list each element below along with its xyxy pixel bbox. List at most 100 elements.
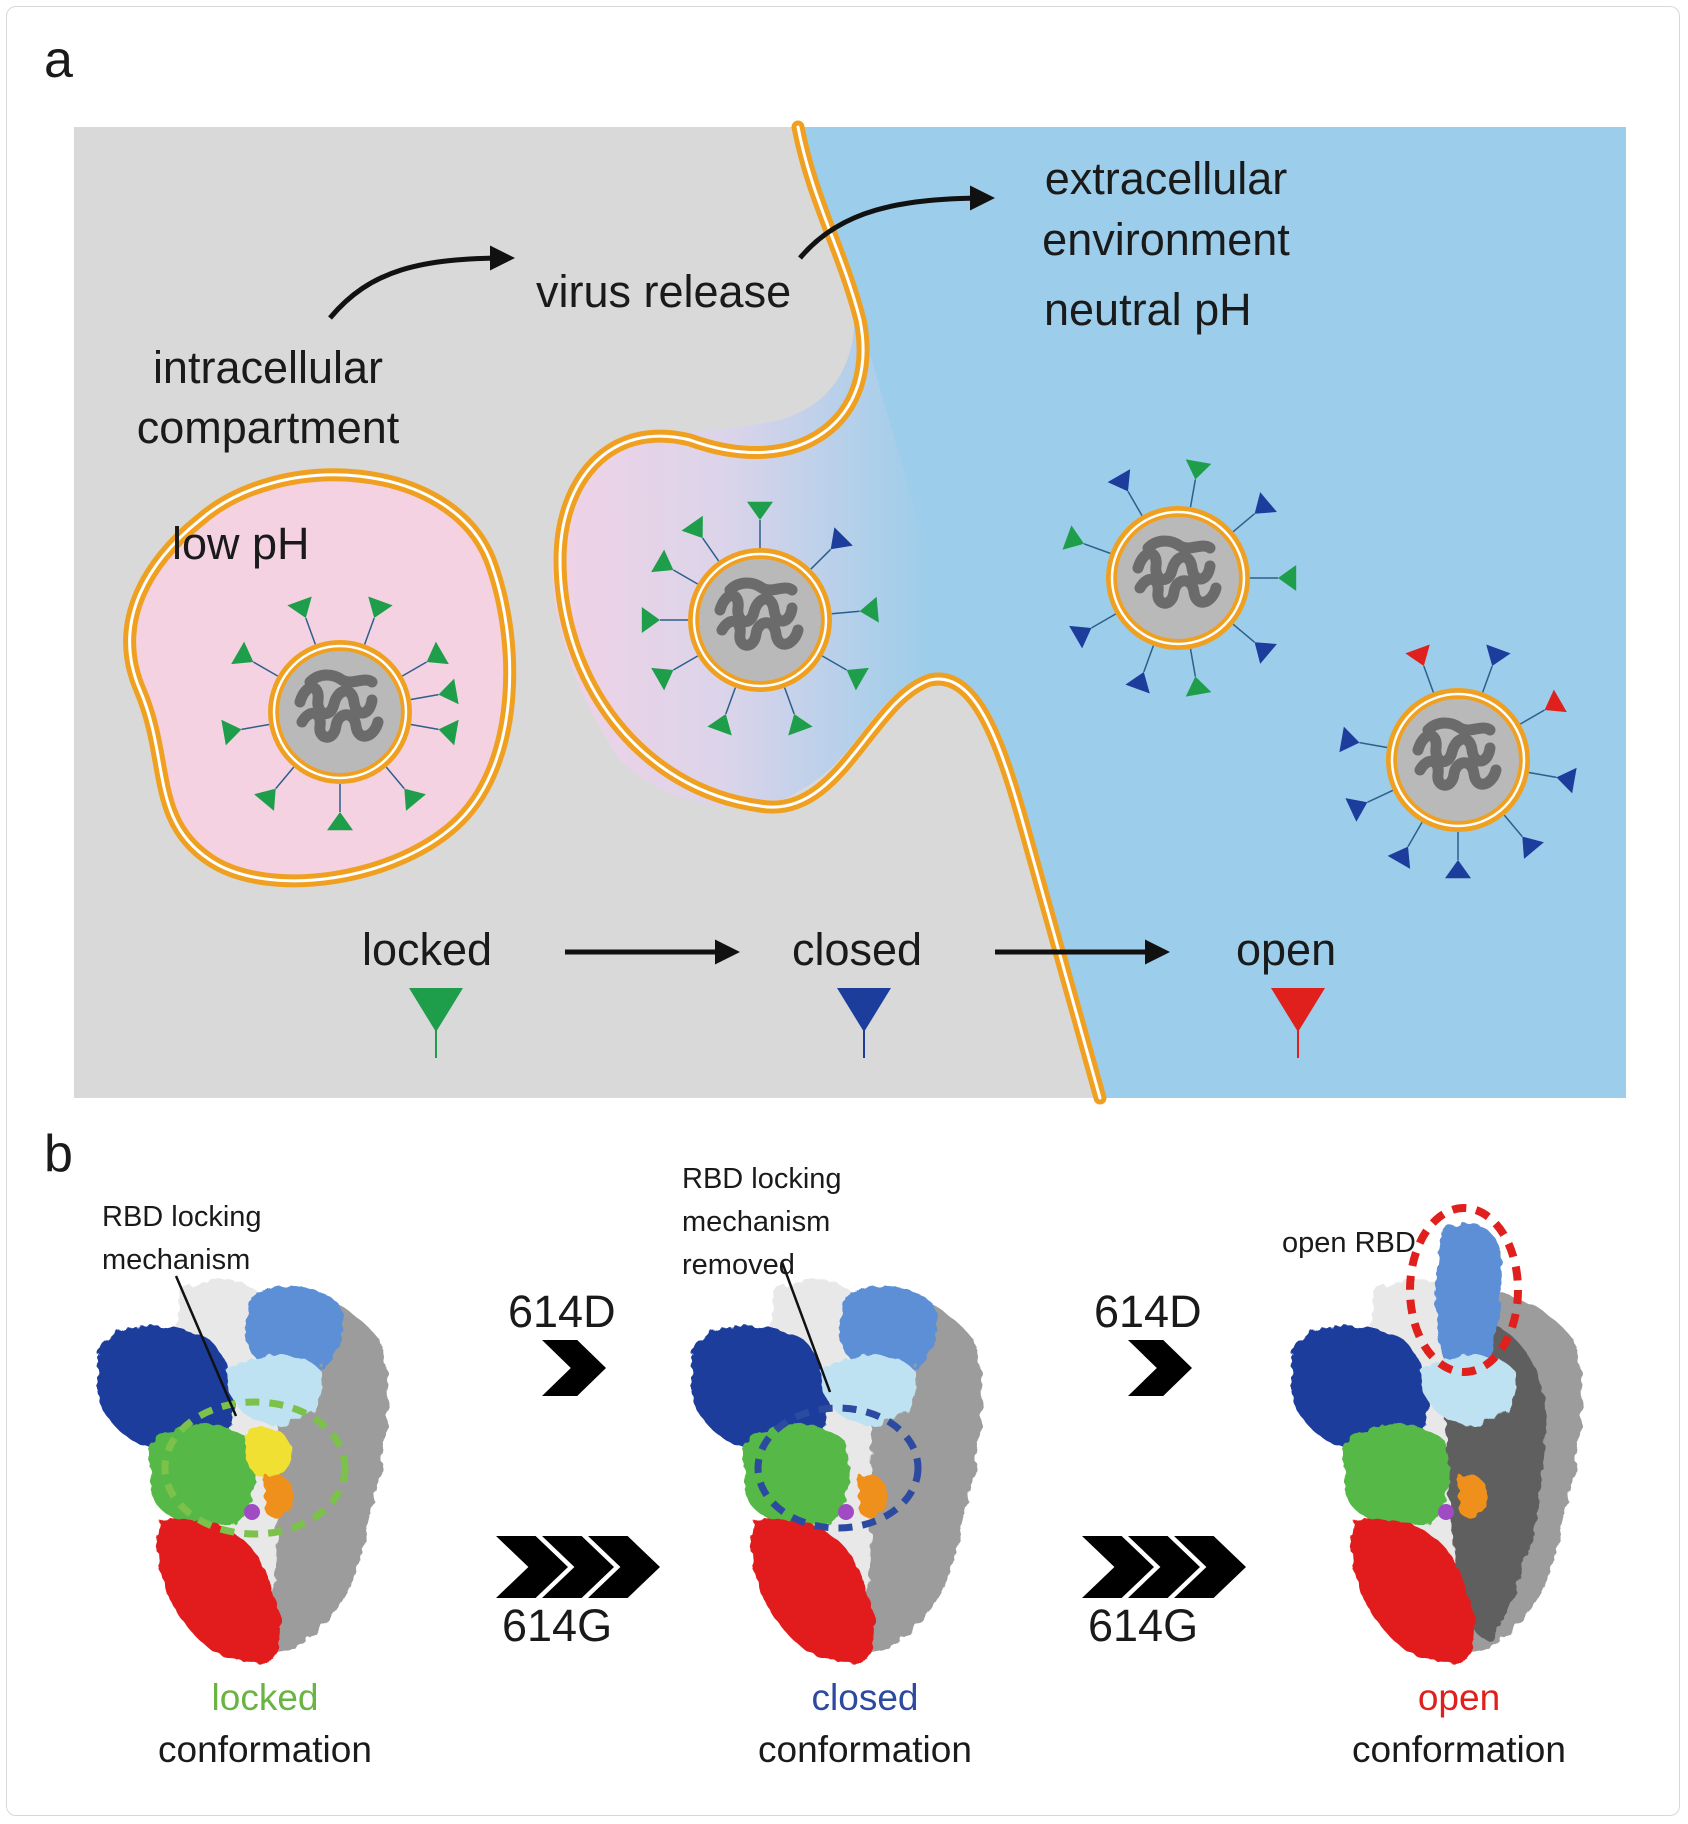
ntd-domain bbox=[1291, 1325, 1428, 1454]
spike-stalk bbox=[401, 661, 427, 677]
spike-stalk bbox=[1232, 513, 1256, 533]
spike-stalk bbox=[1519, 709, 1545, 725]
spike-stalk bbox=[673, 655, 699, 671]
spike-protein bbox=[1185, 459, 1212, 480]
spike-protein bbox=[1125, 671, 1150, 694]
spike-stalk bbox=[1143, 645, 1155, 673]
spike-trimer-open bbox=[1291, 1222, 1583, 1663]
slow-chevron-1 bbox=[542, 1340, 606, 1396]
spike-protein bbox=[1345, 798, 1368, 822]
virion-intracellular bbox=[221, 596, 459, 831]
spike-stalk bbox=[1189, 648, 1197, 677]
ntd-domain bbox=[691, 1325, 828, 1454]
spike-protein bbox=[1185, 676, 1212, 697]
spike-protein bbox=[1062, 525, 1085, 550]
lock-highlight-circle bbox=[161, 1398, 349, 1538]
state-open-caption: open conformation bbox=[1304, 1672, 1614, 1776]
arrow-to-extracellular bbox=[798, 185, 995, 260]
legend-open-marker bbox=[1271, 988, 1325, 1058]
site-purple bbox=[244, 1504, 260, 1520]
site-614 bbox=[1459, 1473, 1488, 1518]
transition-2-slow-label: 614D bbox=[1094, 1286, 1202, 1337]
spike-protein bbox=[846, 667, 869, 691]
spike-protein bbox=[231, 641, 254, 665]
legend-markers bbox=[409, 988, 1325, 1058]
arrow-to-release bbox=[328, 245, 515, 320]
spike-stalk bbox=[410, 723, 439, 731]
spike-protein bbox=[1254, 642, 1277, 664]
rbd-removed-label: RBD locking mechanism removed bbox=[682, 1163, 842, 1281]
state-locked-suffix: conformation bbox=[158, 1729, 372, 1770]
transition-1-slow-label: 614D bbox=[508, 1286, 616, 1337]
virions-group bbox=[221, 459, 1577, 879]
state-locked-name: locked bbox=[211, 1677, 319, 1718]
rbd-down bbox=[839, 1286, 937, 1376]
spike-protein bbox=[1486, 644, 1511, 667]
closed-highlight-circle bbox=[754, 1404, 922, 1532]
protein-structures bbox=[97, 1204, 1583, 1663]
spike-stalk bbox=[385, 766, 405, 790]
state-open-name: open bbox=[1417, 1677, 1501, 1718]
state-open-suffix: conformation bbox=[1352, 1729, 1566, 1770]
spike-protein bbox=[438, 678, 459, 705]
state-closed-caption: closed conformation bbox=[710, 1672, 1020, 1776]
spike-stalk bbox=[1407, 821, 1423, 847]
lock-domain bbox=[245, 1426, 292, 1479]
sd1-domain bbox=[744, 1424, 850, 1527]
spike-protein bbox=[327, 812, 353, 831]
spike-stalk bbox=[305, 617, 317, 645]
rbd-locking-pointer bbox=[174, 1275, 238, 1417]
spike-protein bbox=[1405, 644, 1430, 667]
site-purple bbox=[838, 1504, 854, 1520]
panel-b-letter: b bbox=[44, 1125, 73, 1183]
transition-chevrons bbox=[496, 1340, 1246, 1598]
spike-protein bbox=[254, 788, 276, 811]
spike-protein bbox=[287, 596, 312, 619]
spike-stalk bbox=[831, 610, 860, 615]
spike-stalk bbox=[673, 569, 699, 585]
budding-compartment bbox=[552, 258, 930, 807]
panel-a-letter: a bbox=[44, 31, 73, 89]
spike-protein bbox=[641, 607, 660, 633]
spike-protein bbox=[830, 527, 853, 550]
s2-domain bbox=[156, 1518, 281, 1663]
spike-protein bbox=[1107, 469, 1131, 492]
s2-domain bbox=[1350, 1518, 1475, 1663]
fast-chevron-1 bbox=[496, 1536, 568, 1598]
spike-stalk bbox=[241, 723, 270, 731]
figure-frame bbox=[6, 6, 1680, 1816]
spike-trimer-closed bbox=[691, 1279, 983, 1663]
spike-stalk bbox=[1528, 771, 1557, 779]
transition-2-fast-label: 614G bbox=[1088, 1600, 1199, 1651]
spike-stalk bbox=[275, 766, 295, 790]
spike-protein bbox=[1522, 836, 1544, 859]
fast-chevron-2 bbox=[1082, 1536, 1154, 1598]
spike-protein bbox=[651, 549, 674, 573]
virus-release-label: virus release bbox=[536, 266, 792, 317]
site-purple bbox=[1438, 1504, 1454, 1520]
spike-stalk bbox=[1189, 479, 1197, 508]
spike-stalk bbox=[725, 687, 737, 715]
state-closed-suffix: conformation bbox=[758, 1729, 972, 1770]
ntd-domain bbox=[97, 1325, 234, 1454]
spike-stalk bbox=[1481, 665, 1493, 693]
spike-stalk bbox=[1503, 814, 1523, 838]
legend-closed-marker bbox=[837, 988, 891, 1058]
spike-stalk bbox=[410, 693, 439, 701]
spike-protein bbox=[859, 596, 879, 623]
rbd-locking-label: RBD locking mechanism bbox=[102, 1201, 262, 1276]
spike-trimer-locked bbox=[97, 1279, 389, 1663]
spike-stalk bbox=[1367, 789, 1394, 803]
spike-protein bbox=[1544, 689, 1567, 713]
spike-protein bbox=[1254, 492, 1277, 514]
state-locked-caption: locked conformation bbox=[110, 1672, 420, 1776]
legend-locked-label: locked bbox=[362, 924, 493, 975]
spike-stalk bbox=[702, 537, 720, 562]
sd1-domain bbox=[150, 1424, 256, 1527]
spike-stalk bbox=[363, 617, 375, 645]
rbd-up bbox=[1436, 1222, 1501, 1374]
rbd-down bbox=[245, 1286, 343, 1376]
spike-protein bbox=[788, 713, 813, 736]
fast-chevron-1 bbox=[542, 1536, 614, 1598]
